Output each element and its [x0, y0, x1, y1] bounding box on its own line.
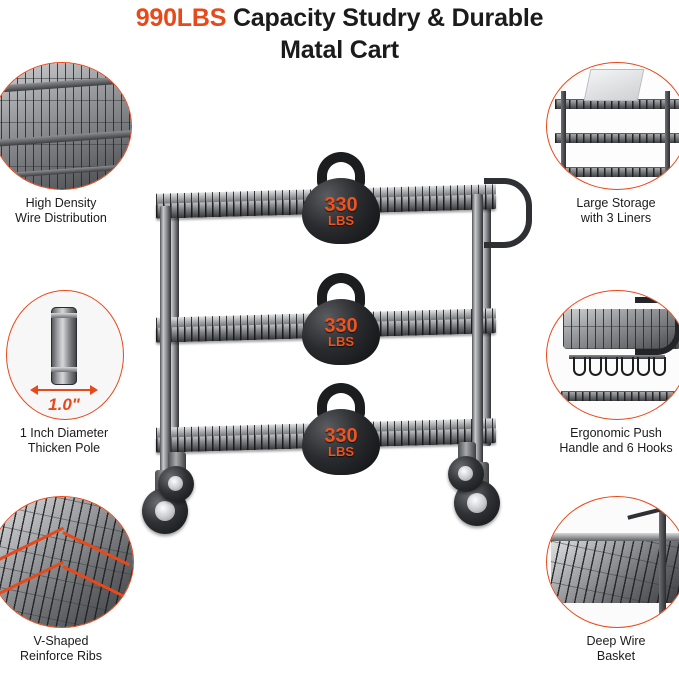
- callout-large-storage-with-3-liners: Large Storage with 3 Liners: [546, 62, 679, 226]
- caption-line-2: Thicken Pole: [27, 441, 101, 455]
- caption-line-2: Handle and 6 Hooks: [559, 441, 673, 455]
- callout-ergonomic-push-handle-and-6-hooks: Ergonomic Push Handle and 6 Hooks: [546, 290, 679, 456]
- kettlebell-value: 330: [324, 194, 358, 216]
- title-rest: Capacity Studry & Durable: [226, 4, 544, 32]
- kettlebell-label: 330 LBS: [298, 194, 384, 228]
- kettlebell-bottom-shelf: 330 LBS: [298, 383, 384, 475]
- callout-caption-deep-wire-basket: Deep Wire Basket: [546, 634, 679, 664]
- thumb-liner-sheet: [583, 69, 645, 101]
- callout-image-pole: 1.0": [6, 290, 124, 420]
- callout-image-v-ribs: [0, 496, 134, 628]
- callout-one-inch-diameter-thicken-pole: 1.0" 1 Inch Diameter Thicken Pole: [6, 290, 124, 456]
- callout-caption-large-storage: Large Storage with 3 Liners: [546, 196, 679, 226]
- hook-icon: [637, 357, 650, 376]
- callout-image-handle-hooks: [546, 290, 679, 420]
- caption-line-2: with 3 Liners: [580, 211, 652, 225]
- push-handle: [484, 178, 532, 248]
- pole-dimension-label: 1.0": [48, 395, 80, 414]
- kettlebell-handle: [317, 152, 365, 188]
- product-image-cart: 330 LBS 330 LBS 330 LBS: [128, 152, 548, 580]
- dimension-arrow-icon: [30, 385, 98, 395]
- caption-line-2: Reinforce Ribs: [20, 649, 102, 663]
- hook-icon: [573, 357, 586, 376]
- kettlebell-value: 330: [324, 315, 358, 337]
- title-line2: Matal Cart: [280, 36, 399, 64]
- caster-hub: [155, 501, 175, 521]
- basket-upper-frame: [627, 502, 679, 520]
- basket-mesh-icon: [551, 537, 679, 603]
- caption-line-1: High Density: [25, 196, 97, 210]
- kettlebell-value: 330: [324, 425, 358, 447]
- callout-caption-v-ribs: V-Shaped Reinforce Ribs: [0, 634, 132, 664]
- pole-ring: [51, 313, 77, 318]
- callout-v-shaped-reinforce-ribs: V-Shaped Reinforce Ribs: [0, 496, 134, 664]
- caption-line-2: Wire Distribution: [15, 211, 107, 225]
- thumb-post-left: [561, 91, 566, 179]
- caster-hub: [168, 476, 183, 491]
- thumb-shelf-bottom: [555, 167, 679, 177]
- thumb-post-right: [665, 91, 670, 179]
- caption-line-1: Large Storage: [576, 196, 656, 210]
- lower-shelf-icon: [561, 391, 677, 401]
- callout-caption-push-handle: Ergonomic Push Handle and 6 Hooks: [546, 426, 679, 456]
- title-highlight: 990LBS: [135, 4, 227, 32]
- caption-line-1: Ergonomic Push: [570, 426, 662, 440]
- caster-hub: [467, 493, 487, 513]
- callout-deep-wire-basket: Deep Wire Basket: [546, 496, 679, 664]
- kettlebell-label: 330 LBS: [298, 425, 384, 459]
- callout-image-deep-wire-basket: [546, 496, 679, 628]
- hook-icon: [621, 357, 634, 376]
- callout-caption-pole: 1 Inch Diameter Thicken Pole: [6, 426, 122, 456]
- basket-post-right: [659, 507, 666, 617]
- kettlebell-middle-shelf: 330 LBS: [298, 273, 384, 365]
- callout-image-three-tier-cart: [546, 62, 679, 190]
- caster-rear-right: [448, 456, 484, 492]
- cart-post-front-left: [160, 206, 171, 478]
- hook-icon: [589, 357, 602, 376]
- hook-icon: [653, 357, 666, 376]
- kettlebell-label: 330 LBS: [298, 315, 384, 349]
- thumb-shelf-middle: [555, 133, 679, 143]
- kettlebell-handle: [317, 273, 365, 309]
- pole-ring: [51, 367, 77, 372]
- kettlebell-unit: LBS: [328, 334, 354, 349]
- callout-image-high-density-wire: [0, 62, 132, 190]
- push-handle-icon: [635, 297, 679, 355]
- chrome-pole-icon: [51, 307, 77, 385]
- callout-high-density-wire-distribution: High Density Wire Distribution: [0, 62, 132, 226]
- shelf-underside-icon: [0, 497, 133, 627]
- page-title: 990LBS Capacity Studry & Durable Matal C…: [0, 2, 679, 66]
- kettlebell-body: [302, 178, 380, 244]
- callout-caption-high-density-wire: High Density Wire Distribution: [0, 196, 130, 226]
- kettlebell-unit: LBS: [328, 444, 354, 459]
- kettlebell-body: [302, 409, 380, 475]
- caption-line-1: Deep Wire: [586, 634, 646, 648]
- kettlebell-top-shelf: 330 LBS: [298, 152, 384, 244]
- caption-line-2: Basket: [596, 649, 636, 663]
- kettlebell-handle: [317, 383, 365, 419]
- caption-line-1: V-Shaped: [33, 634, 89, 648]
- basket-rim: [549, 533, 679, 541]
- cart-post-front-right: [472, 194, 483, 472]
- kettlebell-body: [302, 299, 380, 365]
- hook-icon: [605, 357, 618, 376]
- caster-rear-left: [158, 466, 194, 502]
- caster-hub: [458, 466, 473, 481]
- kettlebell-unit: LBS: [328, 213, 354, 228]
- caption-line-1: 1 Inch Diameter: [19, 426, 109, 440]
- cart-thumbnail: [547, 63, 679, 189]
